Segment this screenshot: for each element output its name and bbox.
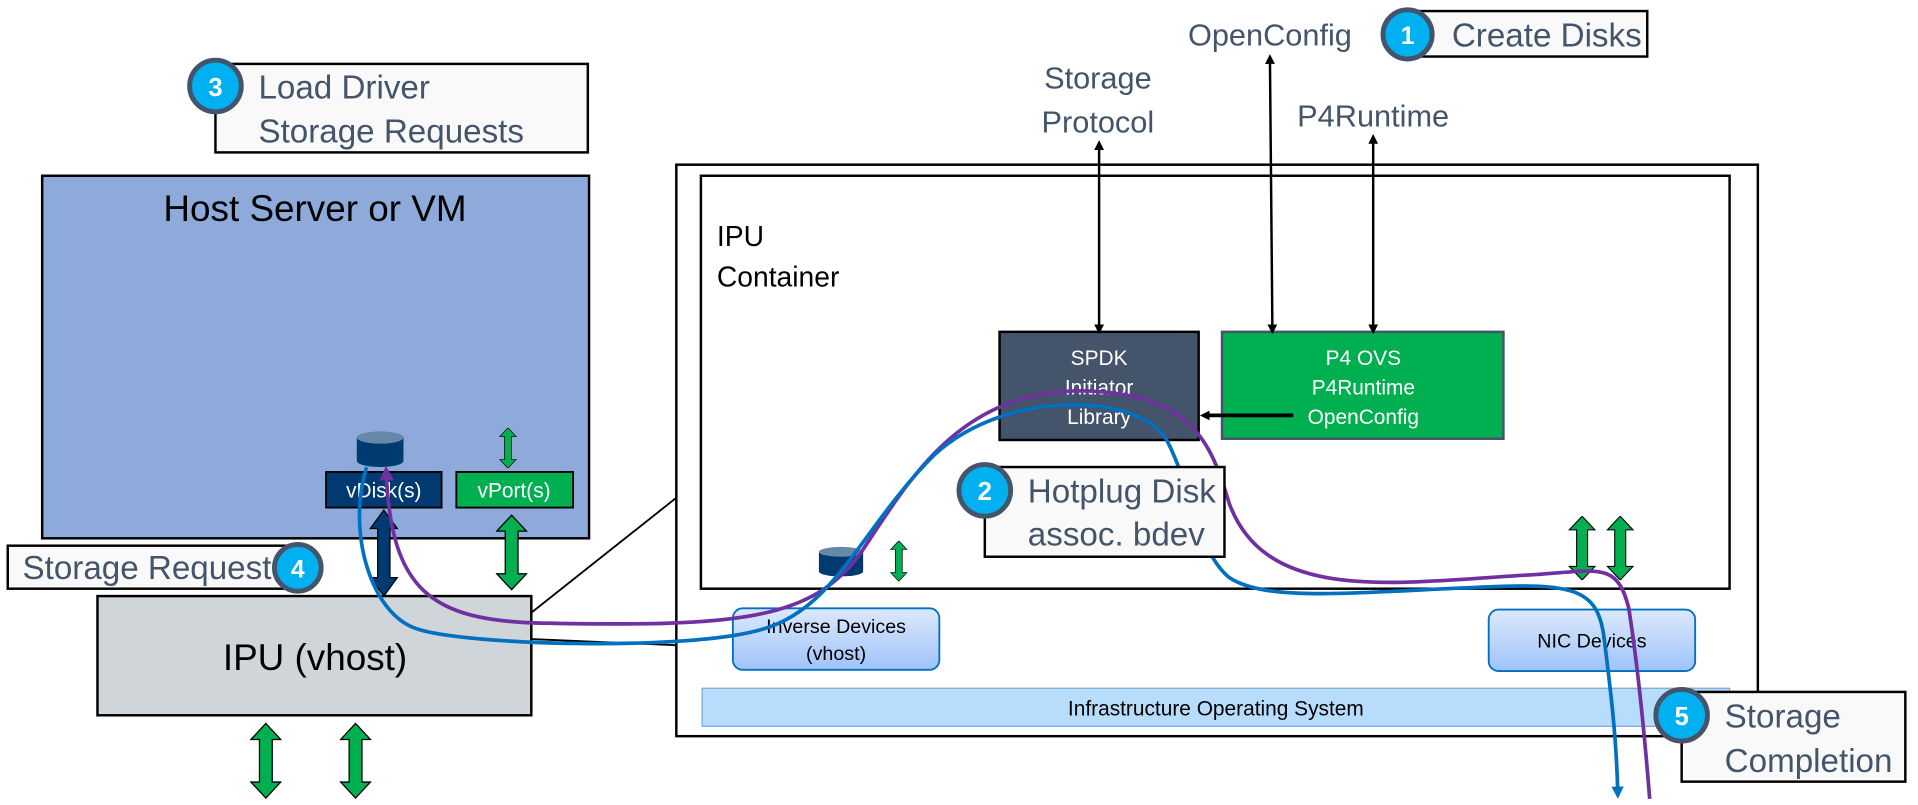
database-icon: [356, 431, 404, 468]
vport-ipu-double-arrow-icon: [495, 514, 528, 591]
step-3-callout: Load Driver Storage Requests 3: [187, 57, 590, 154]
ipu-bottom-double-arrow-icon: [339, 722, 372, 799]
step-5-text-2: Completion: [1725, 743, 1893, 780]
step-5-badge: [1653, 687, 1710, 744]
ipu-vhost-label: IPU (vhost): [223, 637, 407, 678]
step-2-number: 2: [978, 478, 992, 506]
vdisk-box: vDisk(s): [325, 471, 443, 509]
step-2-text-1: Hotplug Disk: [1028, 474, 1216, 511]
vport-box: vPort(s): [455, 471, 575, 509]
p4ovs-line-3: OpenConfig: [1308, 406, 1419, 429]
step-2-text-2: assoc. bdev: [1028, 517, 1205, 554]
ipu-vhost-box: IPU (vhost): [96, 594, 533, 717]
host-title: Host Server or VM: [163, 188, 466, 229]
step-1-callout: Create Disks 1: [1380, 7, 1649, 62]
request-path: [379, 388, 1652, 800]
p4runtime-label: P4Runtime: [1297, 99, 1449, 134]
step-3-text-2: Storage Requests: [258, 114, 524, 151]
step-2-badge: [956, 462, 1014, 519]
step-4-callout: Storage Request 4: [6, 541, 324, 594]
step-1-badge: [1380, 7, 1435, 62]
p4ovs-line-1: P4 OVS: [1326, 347, 1401, 370]
step-3-text-1: Load Driver: [258, 69, 429, 106]
inverse-devices-label-1: Inverse Devices: [766, 616, 906, 638]
step-3-number: 3: [208, 74, 222, 102]
infrastructure-os-bar: Infrastructure Operating System: [701, 687, 1731, 727]
ipu-container-label-2: Container: [717, 260, 839, 292]
nic-devices-label: NIC Devices: [1537, 631, 1646, 653]
step-5-callout: Storage Completion 5: [1653, 687, 1907, 783]
step-4-badge: [271, 541, 324, 594]
host-server: Host Server or VM: [40, 174, 591, 540]
inverse-devices-label-2: (vhost): [806, 643, 866, 665]
nic-devices-box: NIC Devices: [1487, 608, 1697, 672]
openconfig-label: OpenConfig: [1188, 17, 1352, 52]
step-1-text: Create Disks: [1452, 18, 1642, 55]
step-5-text-1: Storage: [1725, 699, 1841, 736]
infrastructure-os-label: Infrastructure Operating System: [1068, 697, 1364, 720]
p4ovs-line-2: P4Runtime: [1312, 377, 1415, 400]
step-4-text: Storage Request: [22, 550, 271, 587]
completion-path: [357, 402, 1624, 799]
step-2-callout: Hotplug Disk assoc. bdev 2: [956, 462, 1226, 558]
storage-protocol-label-1: Storage: [1044, 60, 1152, 95]
openconfig-arrow: [1265, 54, 1278, 335]
spdk-line-3: Library: [1067, 406, 1131, 429]
step-4-number: 4: [291, 557, 305, 584]
spdk-initiator-library: SPDK Initiator Library: [998, 330, 1200, 442]
p4-ovs-box: P4 OVS P4Runtime OpenConfig: [1220, 330, 1505, 440]
vdisk-label: vDisk(s): [346, 480, 421, 503]
spdk-line-1: SPDK: [1071, 347, 1128, 370]
step-5-number: 5: [1674, 703, 1688, 731]
vport-label: vPort(s): [478, 480, 551, 503]
ipu-callout-line-top: [503, 497, 677, 635]
inverse-devices-box: Inverse Devices (vhost): [731, 607, 941, 671]
step-3-badge: [187, 57, 244, 115]
ipu-bottom-double-arrow-icon: [250, 722, 282, 799]
ipu-container-label-1: IPU: [717, 220, 764, 252]
storage-protocol-label-2: Protocol: [1042, 105, 1155, 140]
step-1-number: 1: [1401, 23, 1415, 50]
